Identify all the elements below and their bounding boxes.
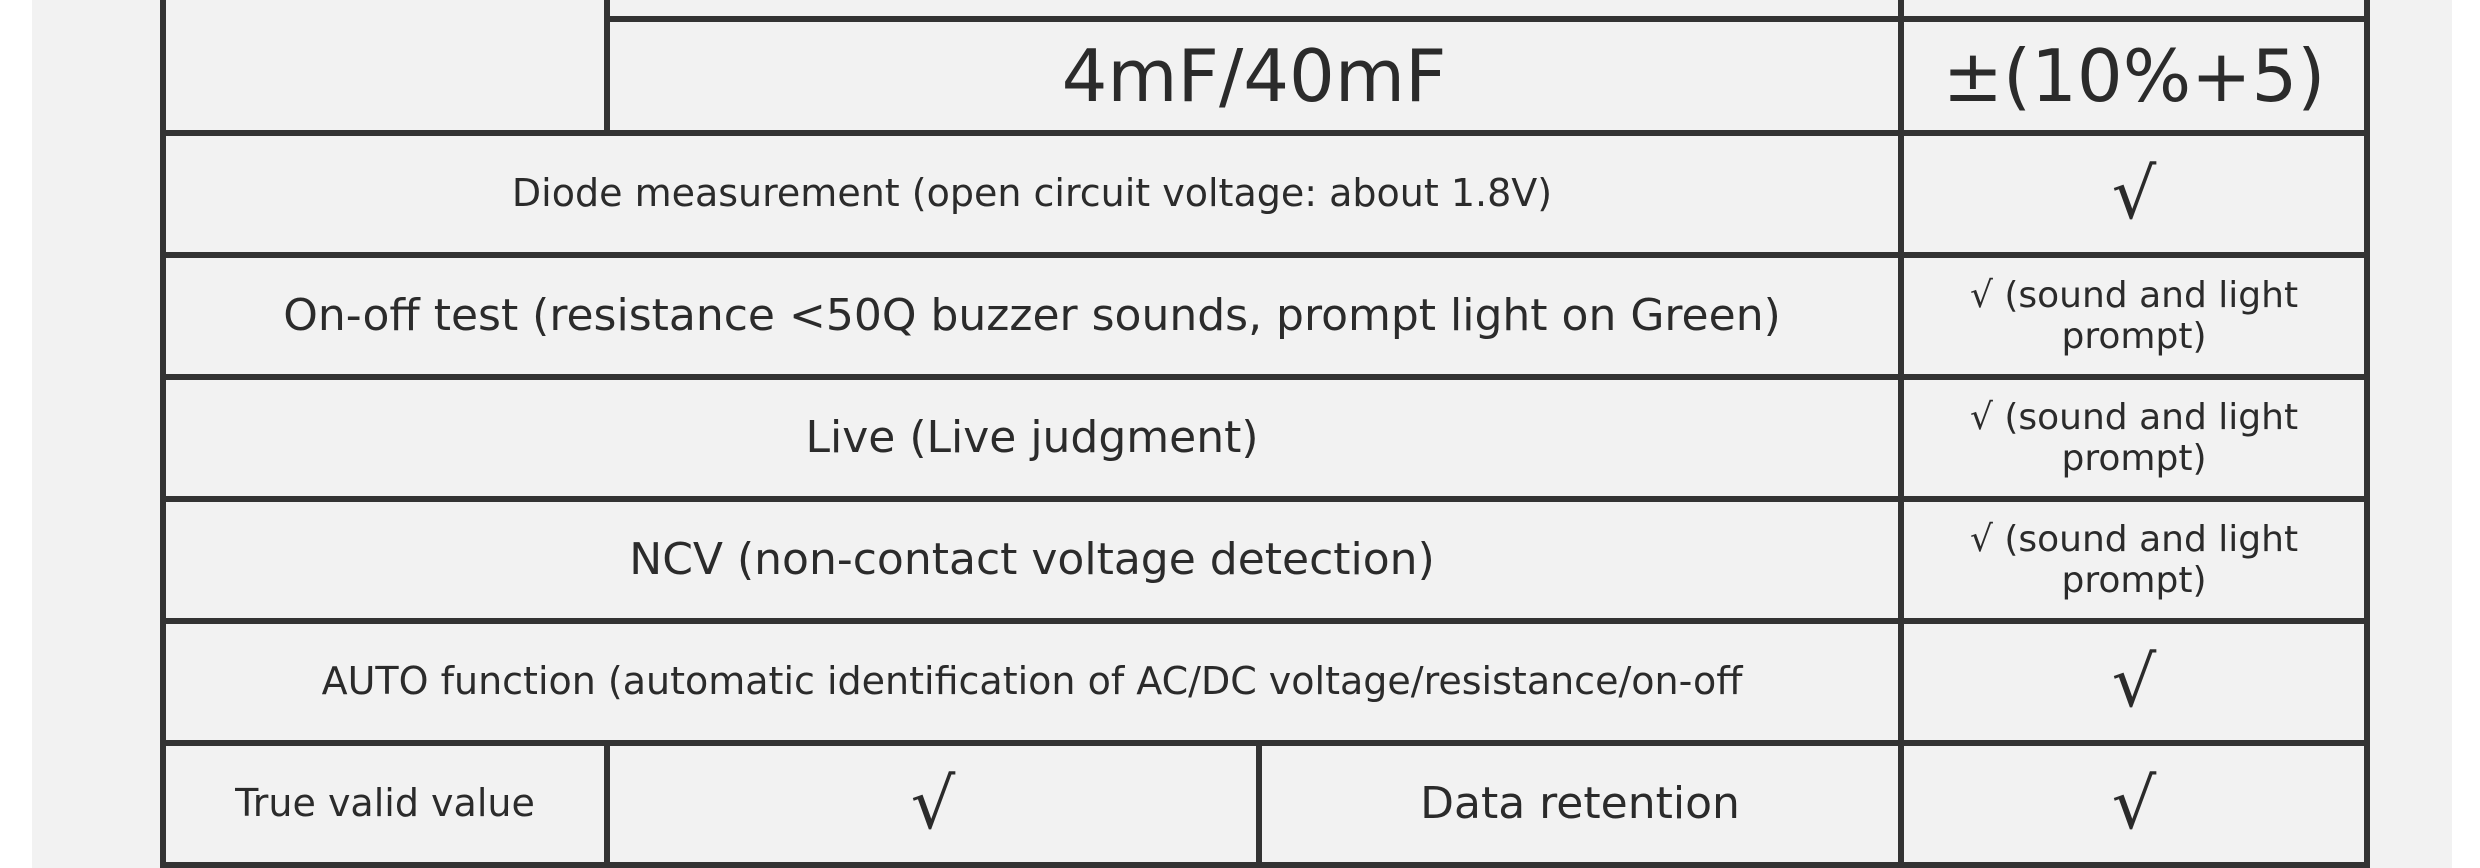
data-retention-label: Data retention — [1255, 740, 1905, 868]
spec-sheet: 4mF/40mF ±(10%+5) Diode measurement (ope… — [32, 0, 2452, 868]
table-row: AUTO function (automatic identification … — [159, 618, 2371, 746]
diode-measurement-label: Diode measurement (open circuit voltage:… — [159, 130, 1905, 258]
ncv-label: NCV (non-contact voltage detection) — [159, 496, 1905, 624]
table-row: 4mF/40mF ±(10%+5) — [163, 16, 2371, 136]
table-row — [160, 0, 2371, 136]
table-cell — [603, 0, 1905, 22]
spec-category-cell — [160, 0, 610, 136]
sound-light-prompt: √ (sound and light prompt) — [1898, 374, 2371, 502]
table-row: Live (Live judgment) √ (sound and light … — [159, 374, 2371, 502]
table-row: Diode measurement (open circuit voltage:… — [159, 130, 2371, 258]
sound-light-prompt: √ (sound and light prompt) — [1898, 252, 2371, 380]
table-row: True valid value √ Data retention √ — [160, 740, 2371, 868]
check-mark: √ — [1898, 130, 2371, 258]
spec-table: 4mF/40mF ±(10%+5) Diode measurement (ope… — [159, 0, 2371, 868]
table-cell — [1898, 0, 2371, 22]
live-judgment-label: Live (Live judgment) — [159, 374, 1905, 502]
capacitance-accuracy: ±(10%+5) — [1898, 16, 2371, 136]
check-mark: √ — [1898, 618, 2371, 746]
table-row: On-off test (resistance <50Q buzzer soun… — [159, 252, 2371, 380]
sound-light-prompt: √ (sound and light prompt) — [1898, 496, 2371, 624]
true-valid-label: True valid value — [160, 740, 610, 868]
on-off-test-label: On-off test (resistance <50Q buzzer soun… — [159, 252, 1905, 380]
table-row: NCV (non-contact voltage detection) √ (s… — [159, 496, 2371, 624]
capacitance-range: 4mF/40mF — [603, 16, 1905, 136]
auto-function-label: AUTO function (automatic identification … — [159, 618, 1905, 746]
check-mark: √ — [604, 740, 1262, 868]
check-mark: √ — [1898, 740, 2371, 868]
